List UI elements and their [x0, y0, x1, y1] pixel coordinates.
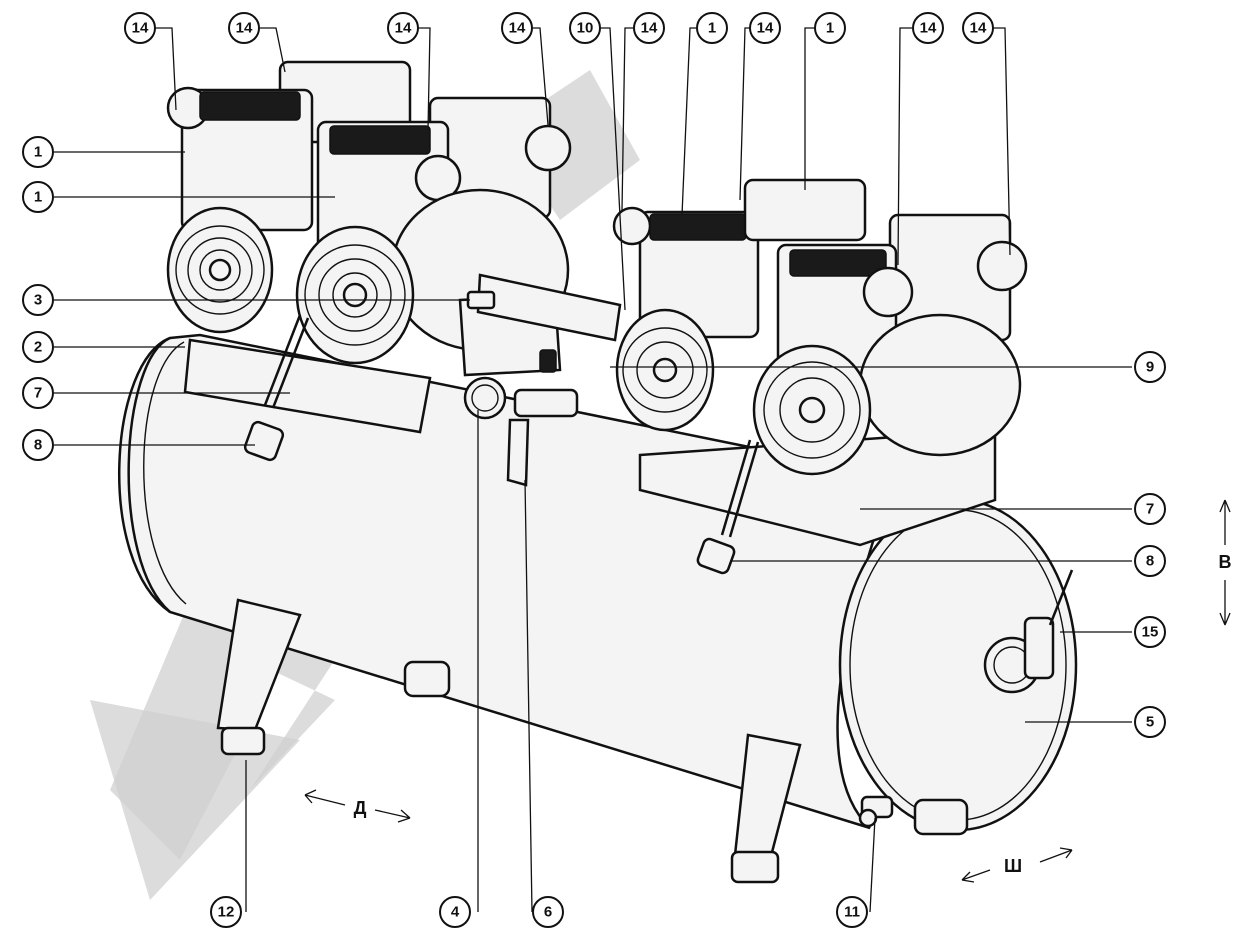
callout-top-3: 14 [387, 12, 419, 44]
safety-valve[interactable] [506, 349, 579, 487]
svg-text:11: 11 [844, 904, 860, 921]
svg-text:14: 14 [641, 20, 658, 37]
left-pump-group [166, 60, 572, 434]
drain-valve-icon[interactable] [858, 795, 894, 828]
callout-top-6: 14 [633, 12, 665, 44]
svg-text:1: 1 [34, 189, 42, 206]
svg-text:5: 5 [1146, 714, 1154, 731]
callout-left-5: 7 [22, 377, 54, 409]
svg-text:14: 14 [970, 20, 987, 37]
svg-text:9: 9 [1146, 359, 1154, 376]
dimension-length-label: Д [354, 798, 367, 818]
svg-text:15: 15 [1142, 624, 1159, 641]
tank-feet [216, 598, 969, 884]
fan-grille-icon [622, 327, 861, 459]
ball-valve-icon[interactable] [983, 569, 1074, 694]
svg-text:1: 1 [708, 20, 716, 37]
callout-right-5: 5 [1134, 706, 1166, 738]
svg-text:14: 14 [236, 20, 253, 37]
svg-text:3: 3 [34, 292, 42, 309]
callout-bottom-3: 6 [532, 896, 564, 928]
callout-left-1: 1 [22, 136, 54, 168]
svg-text:14: 14 [920, 20, 937, 37]
callout-top-11: 14 [962, 12, 994, 44]
callout-top-5: 10 [569, 12, 601, 44]
svg-text:14: 14 [132, 20, 149, 37]
svg-text:6: 6 [544, 904, 552, 921]
callout-top-8: 14 [749, 12, 781, 44]
svg-text:7: 7 [1146, 501, 1154, 518]
svg-text:10: 10 [577, 20, 594, 37]
svg-text:7: 7 [34, 385, 42, 402]
svg-text:14: 14 [395, 20, 412, 37]
callout-right-2: 7 [1134, 493, 1166, 525]
svg-text:8: 8 [1146, 553, 1154, 570]
svg-text:2: 2 [34, 339, 42, 356]
svg-text:14: 14 [509, 20, 526, 37]
svg-text:4: 4 [451, 904, 460, 921]
callout-bottom-1: 12 [210, 896, 242, 928]
callout-bottom-4: 11 [836, 896, 868, 928]
callout-top-9: 1 [814, 12, 846, 44]
pressure-switch [458, 273, 622, 377]
callout-right-3: 8 [1134, 545, 1166, 577]
svg-text:1: 1 [826, 20, 834, 37]
callout-left-4: 2 [22, 331, 54, 363]
callout-left-3: 3 [22, 284, 54, 316]
dimension-height-label: В [1219, 552, 1232, 572]
dimension-arrows [304, 499, 1231, 883]
svg-text:14: 14 [757, 20, 774, 37]
pressure-gauge-icon [463, 376, 507, 420]
callout-bottom-2: 4 [439, 896, 471, 928]
dimension-width-label: Ш [1004, 856, 1022, 876]
callout-right-4: 15 [1134, 616, 1166, 648]
callout-top-1: 14 [124, 12, 156, 44]
callout-top-10: 14 [912, 12, 944, 44]
callout-top-4: 14 [501, 12, 533, 44]
callout-top-7: 1 [696, 12, 728, 44]
svg-text:1: 1 [34, 144, 42, 161]
right-pump-group [612, 178, 1028, 547]
svg-text:8: 8 [34, 437, 42, 454]
svg-text:12: 12 [218, 904, 235, 921]
callout-right-1: 9 [1134, 351, 1166, 383]
callout-top-2: 14 [228, 12, 260, 44]
callout-left-6: 8 [22, 429, 54, 461]
callout-left-2: 1 [22, 181, 54, 213]
